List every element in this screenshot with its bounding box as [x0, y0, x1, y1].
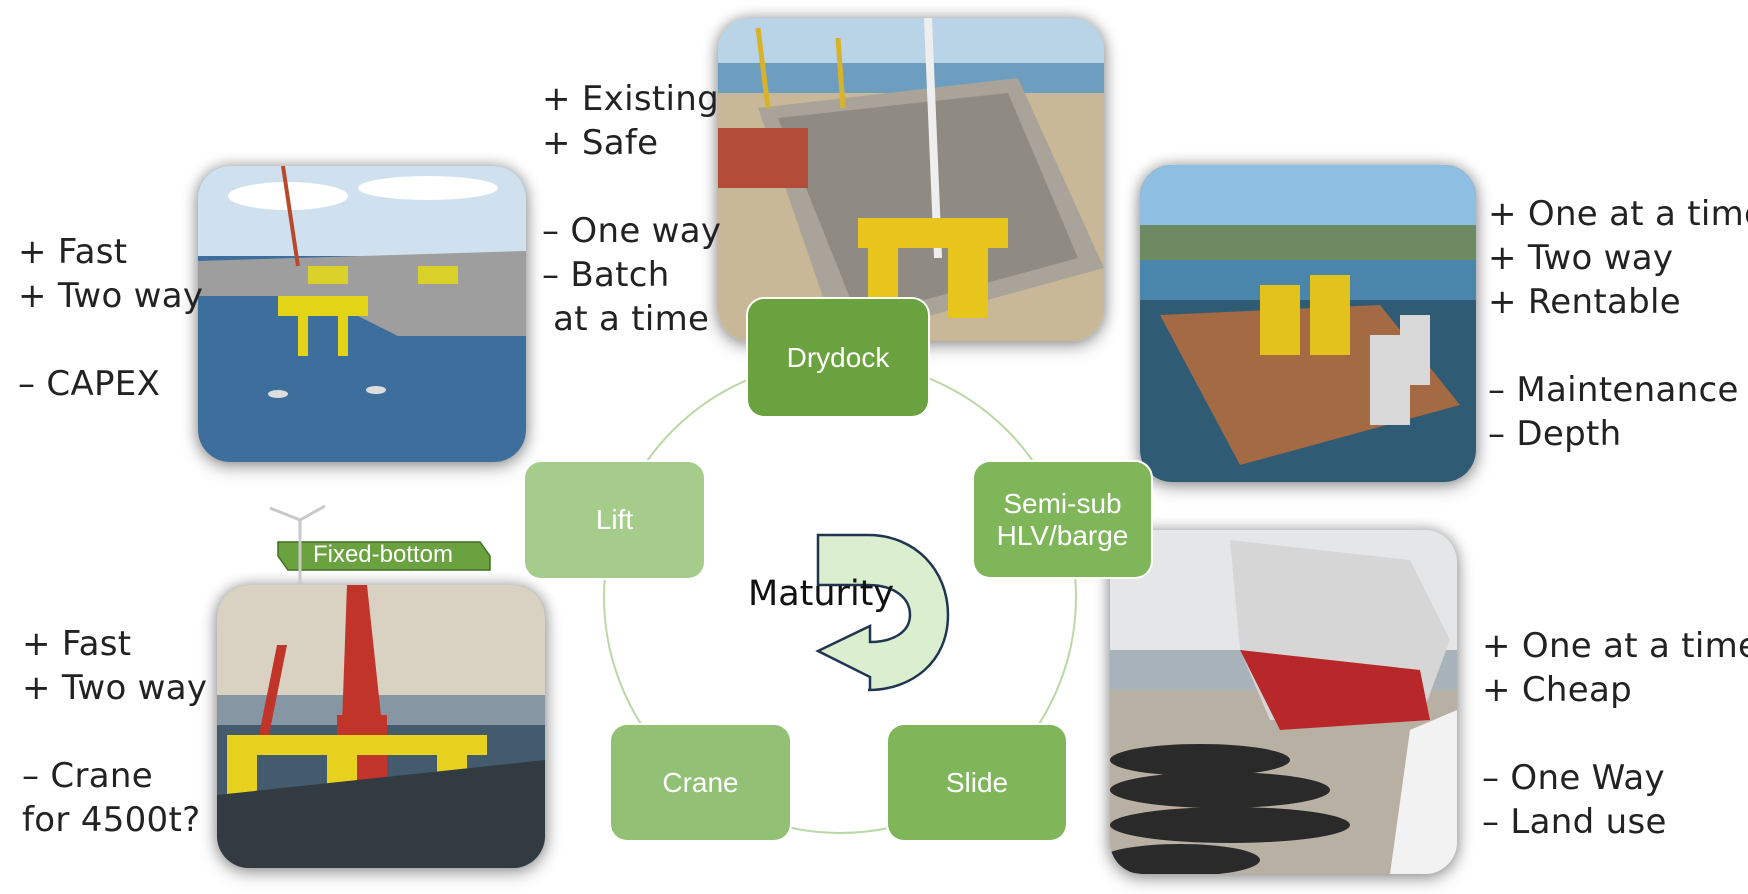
- crane-photo: [217, 585, 545, 868]
- node-lift-label: Lift: [595, 504, 634, 535]
- node-slide-label: Slide: [945, 766, 1009, 798]
- node-crane[interactable]: Crane: [611, 725, 790, 840]
- node-lift[interactable]: Lift: [525, 462, 704, 578]
- drydock-photo: [718, 18, 1104, 341]
- semisub-photo: [1140, 165, 1476, 482]
- slide-pros-cons: + One at a time + Cheap – One Way – Land…: [1482, 626, 1748, 842]
- maturity-arrow-shape: [815, 533, 950, 692]
- fixed-bottom-tag: [269, 504, 491, 585]
- lift-pros-cons: + Fast + Two way – CAPEX: [18, 232, 204, 404]
- drydock-pros-cons: + Existing + Safe – One way – Batch at a…: [542, 79, 722, 339]
- fixed-bottom-label: Fixed-bottom: [312, 541, 454, 568]
- node-semisub[interactable]: Semi-sub HLV/barge: [974, 462, 1151, 577]
- node-semisub-label: Semi-sub HLV/barge: [996, 487, 1129, 551]
- slide-photo: [1110, 530, 1457, 874]
- node-drydock-label: Drydock: [786, 341, 890, 373]
- node-crane-label: Crane: [662, 766, 739, 798]
- node-slide[interactable]: Slide: [888, 725, 1066, 840]
- maturity-label: Maturity: [748, 574, 895, 614]
- semisub-pros-cons: + One at a time + Two way + Rentable – M…: [1488, 194, 1748, 454]
- lift-photo: [198, 166, 526, 462]
- node-drydock[interactable]: Drydock: [748, 299, 928, 416]
- crane-pros-cons: + Fast + Two way – Crane for 4500t?: [22, 624, 208, 840]
